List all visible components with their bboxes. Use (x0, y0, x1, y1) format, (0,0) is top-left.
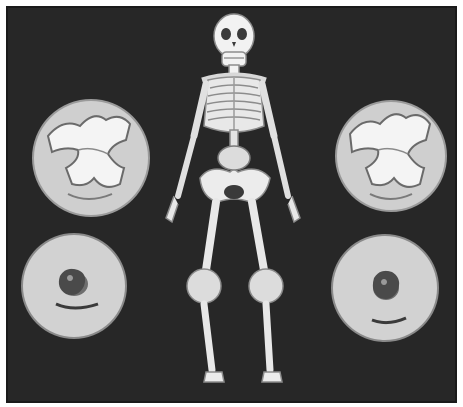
knee-right (249, 269, 283, 303)
bone-joint-closeup-icon-right (336, 101, 446, 211)
bone-joint-closeup-icon-left (33, 100, 149, 216)
skeleton-icon (166, 14, 300, 382)
right-arm (262, 84, 300, 222)
knee-left (187, 269, 221, 303)
skull (214, 14, 254, 66)
joint-tissue-closeup-icon-left (22, 234, 126, 338)
joint-tissue-closeup-icon-right (332, 235, 438, 341)
skeleton-illustration (8, 8, 455, 401)
rib-cage (204, 77, 264, 132)
left-arm (166, 84, 206, 222)
pelvis (200, 169, 270, 202)
illustration-panel (6, 6, 457, 403)
